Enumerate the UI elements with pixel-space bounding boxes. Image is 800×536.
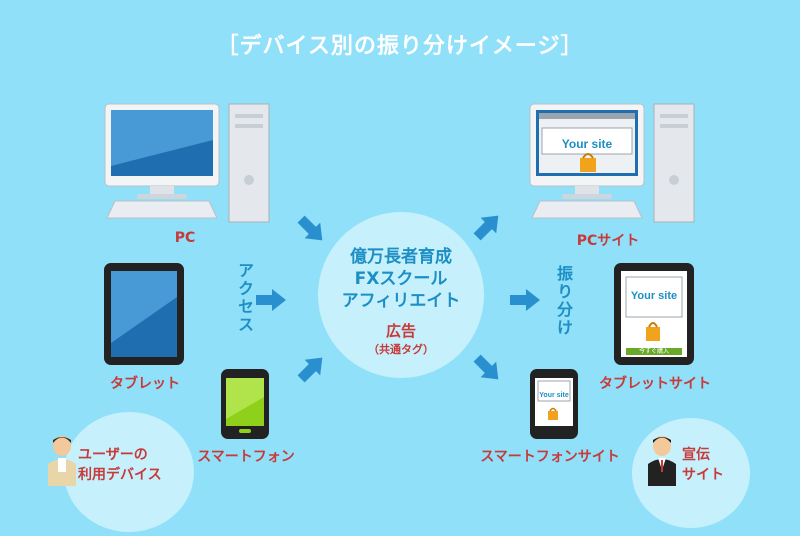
user-badge-text: ユーザーの 利用デバイス <box>78 444 162 484</box>
smartphone-site-icon <box>530 369 578 439</box>
user-person-icon <box>48 436 76 486</box>
desktop-site-icon <box>529 103 695 223</box>
diagram-title: ［デバイス別の振り分けイメージ］ <box>216 34 584 59</box>
center-circle <box>318 212 484 378</box>
tablet-site-screen-text: Your site <box>630 290 678 302</box>
label-tablet-site: タブレットサイト <box>599 376 711 392</box>
label-tablet: タブレット <box>110 376 180 392</box>
arrow-icon <box>510 289 540 311</box>
center-line1: 億万長者育成 <box>350 247 452 267</box>
arrow-icon <box>469 350 507 388</box>
arrow-icon <box>293 349 331 387</box>
center-line2: FXスクール <box>354 269 448 289</box>
tablet-site-icon <box>614 263 694 365</box>
user-badge-line1: ユーザーの <box>78 447 148 463</box>
distribute-label: 振り分け <box>554 265 573 337</box>
user-badge-line2: 利用デバイス <box>78 467 162 483</box>
arrow-icon <box>469 207 507 245</box>
desktop-computer-icon <box>104 103 270 223</box>
label-smartphone-site: スマートフォンサイト <box>480 449 620 465</box>
center-tag-label: （共通タグ） <box>368 343 434 356</box>
ad-badge-line2: サイト <box>682 467 724 483</box>
arrow-icon <box>256 289 286 311</box>
access-label: アクセス <box>235 262 254 334</box>
buy-now-button[interactable]: 今すぐ購入 <box>638 348 669 355</box>
ad-badge-line1: 宣伝 <box>682 447 710 463</box>
pc-site-screen-text: Your site <box>561 137 613 151</box>
center-ad-label: 広告 <box>385 322 416 340</box>
arrow-icon <box>293 211 331 249</box>
smartphone-site-screen-text: Your site <box>539 392 569 399</box>
businessman-icon <box>648 436 676 486</box>
label-pc-site: PCサイト <box>576 233 640 249</box>
ad-badge-text: 宣伝 サイト <box>682 444 724 484</box>
center-text: 億万長者育成 FXスクール アフィリエイト 広告 （共通タグ） <box>318 246 484 357</box>
center-line3: アフィリエイト <box>341 291 461 311</box>
user-badge-circle <box>64 412 194 532</box>
label-smartphone: スマートフォン <box>197 449 295 465</box>
smartphone-icon <box>221 369 269 439</box>
tablet-icon <box>104 263 184 365</box>
label-pc: PC <box>174 230 196 246</box>
